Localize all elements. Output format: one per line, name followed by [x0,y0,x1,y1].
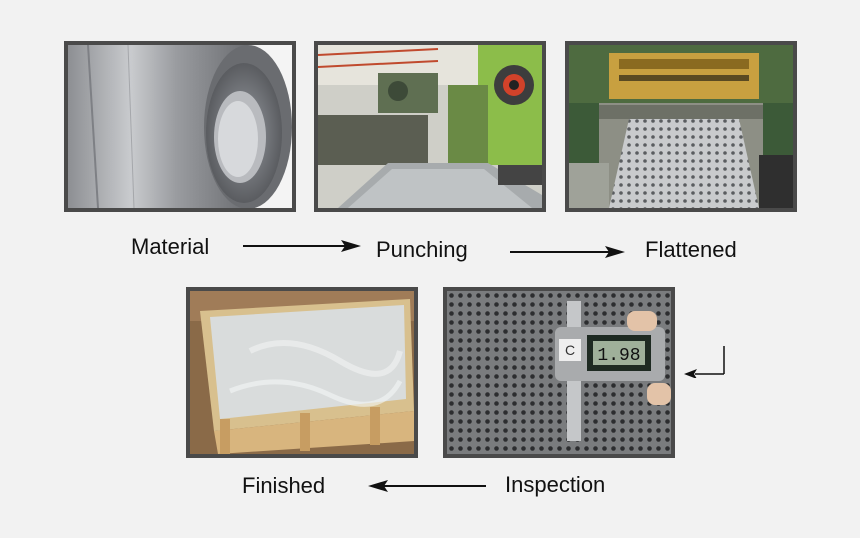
material-photo [64,41,296,212]
wooden-crate-image [190,291,414,454]
steel-coil-image [68,45,292,208]
caliper-brand: C [565,342,575,358]
caliper-reading: 1.98 [597,346,640,366]
punching-machine-image [318,45,542,208]
flattened-photo [565,41,797,212]
step-label-flattened: Flattened [645,237,737,262]
arrow-punching-to-flattened [510,246,625,258]
flattening-machine-image [569,45,793,208]
arrow-flattened-to-inspection [684,346,725,378]
step-label-material: Material [131,234,210,259]
punching-photo [314,41,546,212]
finished-photo [186,287,418,458]
step-label-punching: Punching [376,237,468,262]
inspection-photo: 1.98 C [443,287,675,458]
arrow-inspection-to-finished [368,480,486,492]
arrow-material-to-punching [243,240,361,252]
caliper-inspection-image: 1.98 C [447,291,671,454]
step-label-inspection: Inspection [505,472,606,497]
step-label-finished: Finished [242,473,326,498]
